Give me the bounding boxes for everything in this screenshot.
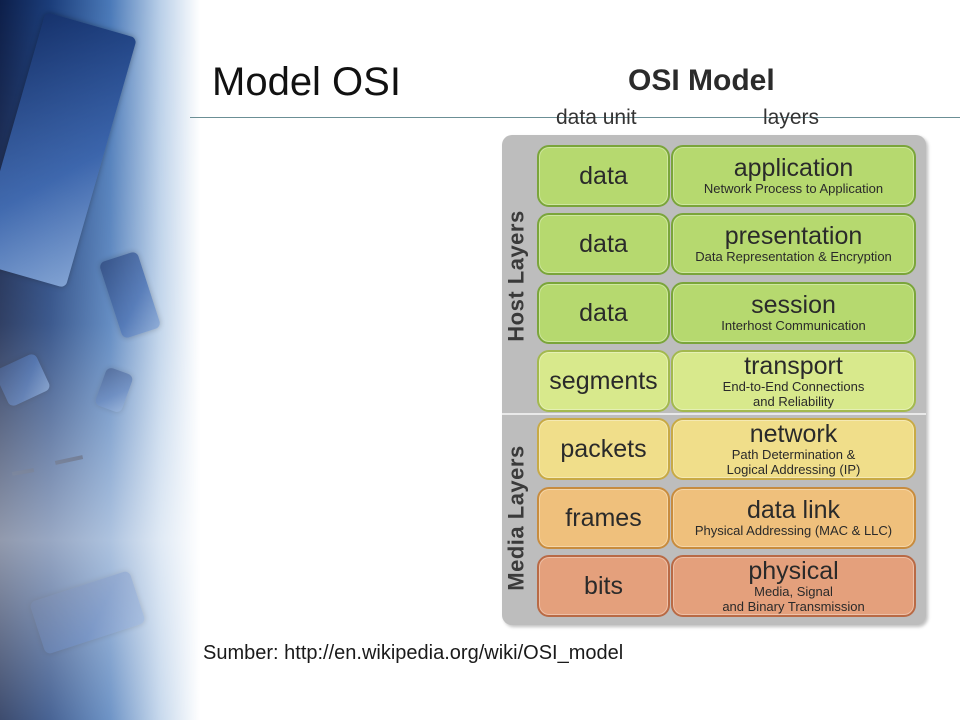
layer-name: session — [751, 291, 836, 319]
host-layers-label: Host Layers — [504, 210, 530, 342]
layer-name: presentation — [724, 222, 863, 250]
layer-name: physical — [748, 556, 839, 585]
data-unit-box: packets — [537, 418, 670, 480]
layer-description: Logical Addressing (IP) — [726, 461, 861, 477]
media-layers-label: Media Layers — [504, 445, 529, 591]
data-unit-box: bits — [537, 555, 670, 617]
layer-description: Data Representation & Encryption — [695, 249, 892, 264]
layer-description: Network Process to Application — [703, 181, 884, 196]
layer-name: application — [733, 154, 854, 182]
layer-description: End-to-End Connections — [722, 378, 865, 394]
group-divider — [502, 413, 926, 415]
layer-description: Physical Addressing (MAC & LLC) — [694, 523, 893, 538]
layer-description: and Reliability — [753, 393, 834, 409]
layer-description: Interhost Communication — [721, 318, 866, 333]
slide-title: Model OSI — [212, 60, 401, 104]
background-fade — [0, 0, 200, 720]
column-header-data-unit: data unit — [556, 106, 637, 129]
data-unit-box: frames — [537, 487, 670, 549]
data-unit-box: data — [537, 213, 670, 275]
layer-name: transport — [744, 351, 843, 380]
layer-description: and Binary Transmission — [722, 598, 865, 614]
data-unit-box: data — [537, 282, 670, 344]
layer-description: Path Determination & — [731, 446, 856, 462]
title-divider — [190, 117, 960, 118]
diagram-title: OSI Model — [628, 64, 775, 97]
column-header-layers: layers — [763, 106, 820, 129]
source-caption: Sumber: http://en.wikipedia.org/wiki/OSI… — [203, 642, 624, 664]
layer-name: network — [749, 419, 838, 448]
layer-name: data link — [746, 496, 841, 524]
data-unit-box: segments — [537, 350, 670, 412]
data-unit-box: data — [537, 145, 670, 207]
layer-description: Media, Signal — [754, 583, 833, 599]
